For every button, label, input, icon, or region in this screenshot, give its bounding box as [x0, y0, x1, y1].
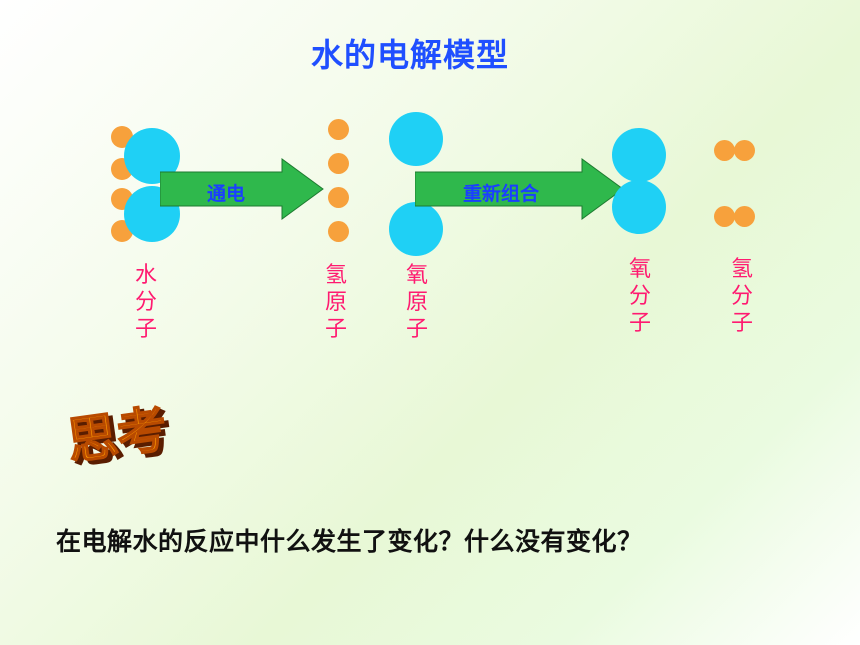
hydrogen-atom — [714, 140, 735, 161]
recombine-arrow — [415, 158, 624, 220]
label-hydrogen-molecule: 氢 分 子 — [730, 257, 753, 336]
think-wordart: 思考 思考 — [63, 399, 176, 470]
oxygen-atom — [389, 112, 443, 166]
oxygen-atom — [389, 202, 443, 256]
label-hydrogen-atom: 氢 原 子 — [324, 263, 347, 342]
think-wordart-text: 思考 — [64, 400, 171, 470]
label-oxygen-molecule: 氧 分 子 — [628, 257, 651, 336]
label-oxygen-atom: 氧 原 子 — [405, 263, 428, 342]
recombine-label: 重新组合 — [463, 183, 540, 205]
electrolysis-arrow — [160, 158, 324, 220]
hydrogen-atom — [714, 206, 735, 227]
electrolysis-label: 通电 — [207, 183, 246, 205]
hydrogen-atom — [328, 119, 349, 140]
hydrogen-atom — [328, 187, 349, 208]
hydrogen-atom — [734, 206, 755, 227]
hydrogen-atom — [734, 140, 755, 161]
hydrogen-atom — [328, 221, 349, 242]
oxygen-atom — [612, 128, 666, 182]
hydrogen-atom — [328, 153, 349, 174]
discussion-question: 在电解水的反应中什么发生了变化？什么没有变化？ — [56, 527, 643, 556]
label-water-molecule: 水 分 子 — [134, 263, 157, 342]
slide-title: 水的电解模型 — [310, 36, 509, 74]
oxygen-atom — [612, 180, 666, 234]
